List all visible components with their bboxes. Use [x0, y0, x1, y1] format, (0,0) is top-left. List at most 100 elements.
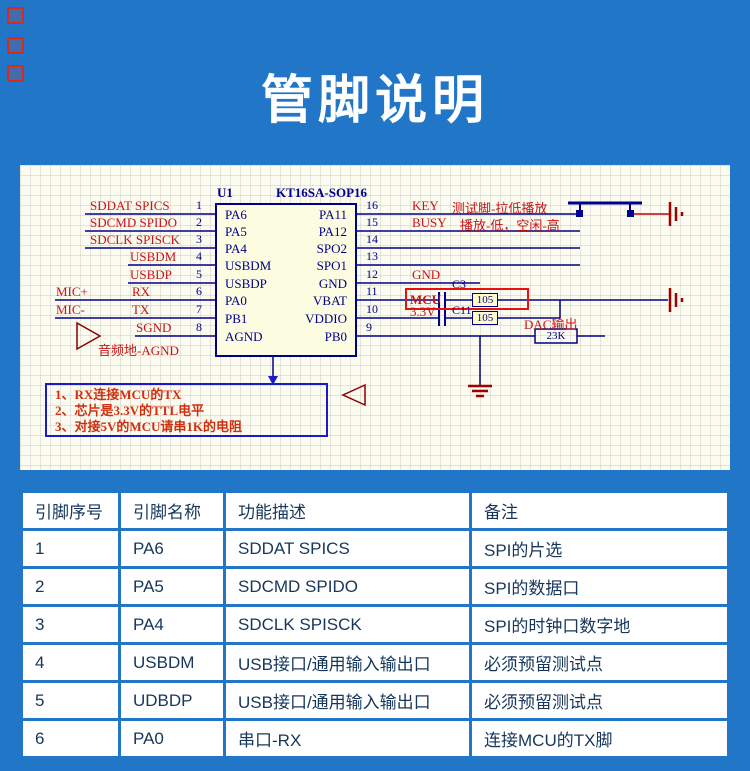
tact-button-icon [568, 201, 642, 217]
pin-number: 14 [366, 232, 378, 246]
note-line: 2、芯片是3.3V的TTL电平 [55, 403, 205, 418]
pin-number: 15 [366, 215, 378, 229]
page-title: 管脚说明 [260, 72, 489, 130]
net-label: SGND [136, 320, 172, 335]
pin-number: 9 [366, 320, 372, 334]
net-label: SDCLK SPISCK [90, 232, 180, 247]
net-label: USBDM [130, 249, 177, 264]
cell-function: 串口-RX [226, 721, 469, 756]
chip-pin-name: SPO2 [316, 241, 347, 256]
pin-number: 4 [196, 249, 202, 263]
pin-number: 6 [196, 284, 202, 298]
table-row: 3 PA4 SDCLK SPISCK SPI的时钟口数字地 [23, 607, 727, 642]
header-cell: 功能描述 [226, 493, 469, 528]
right-wires [272, 213, 668, 386]
cell-pin-number: 3 [23, 607, 118, 642]
cell-remark: 连接MCU的TX脚 [472, 721, 727, 756]
note-line: 3、对接5V的MCU请串1K的电阻 [55, 419, 243, 434]
mcu-highlight-box [405, 288, 529, 310]
chip-pin-name: PA6 [225, 207, 247, 222]
cell-pin-name: PA6 [121, 531, 223, 566]
chip-pin-name: PB0 [324, 329, 347, 344]
cell-pin-name: PA4 [121, 607, 223, 642]
net-label: BUSY [412, 215, 447, 230]
cell-function: USB接口/通用输入输出口 [226, 683, 469, 718]
table-row: 4 USBDM USB接口/通用输入输出口 必须预留测试点 [23, 645, 727, 680]
table-row: 2 PA5 SDCMD SPIDO SPI的数据口 [23, 569, 727, 604]
chip-pin-name: PA0 [225, 293, 247, 308]
table-row: 5 UDBDP USB接口/通用输入输出口 必须预留测试点 [23, 683, 727, 718]
cell-pin-number: 6 [23, 721, 118, 756]
pin-description-table: 引脚序号 引脚名称 功能描述 备注 1 PA6 SDDAT SPICS SPI的… [20, 490, 730, 759]
cap-value: 105 [472, 311, 498, 325]
chip-pin-name: PA12 [318, 224, 347, 239]
chip-part-number: KT16SA-SOP16 [276, 185, 368, 200]
header-cell: 引脚名称 [121, 493, 223, 528]
cell-remark: 必须预留测试点 [472, 645, 727, 680]
chip-body: PA6 PA5 PA4 USBDM USBDP PA0 PB1 AGND PA1… [215, 203, 357, 357]
cell-pin-name: UDBDP [121, 683, 223, 718]
net-label: 音频地-AGND [98, 343, 179, 358]
pin-number: 10 [366, 302, 378, 316]
net-label: MCU [410, 292, 442, 307]
chip-pin-name: AGND [225, 329, 263, 344]
cell-remark: SPI的片选 [472, 531, 727, 566]
cell-remark: SPI的时钟口数字地 [472, 607, 727, 642]
net-label: SDDAT SPICS [90, 198, 170, 213]
table-header-row: 引脚序号 引脚名称 功能描述 备注 [23, 493, 727, 528]
pin-number: 5 [196, 267, 202, 281]
table-row: 1 PA6 SDDAT SPICS SPI的片选 [23, 531, 727, 566]
chip-pin-name: VDDIO [305, 311, 347, 326]
net-label: MIC+ [56, 284, 88, 299]
header-cell: 备注 [472, 493, 727, 528]
cell-remark: SPI的数据口 [472, 569, 727, 604]
schematic-wires [55, 201, 684, 407]
chip-pin-name: PA4 [225, 241, 247, 256]
corner-mark-icon [7, 37, 24, 54]
cell-pin-number: 5 [23, 683, 118, 718]
chip-pin-name: PB1 [225, 311, 248, 326]
chip-pin-name: PA5 [225, 224, 247, 239]
resistor-icon [534, 328, 578, 344]
table-row: 6 PA0 串口-RX 连接MCU的TX脚 [23, 721, 727, 756]
corner-mark-icon [7, 7, 24, 24]
schematic-notes: 1、RX连接MCU的TX 2、芯片是3.3V的TTL电平 3、对接5V的MCU请… [45, 383, 328, 437]
chip-pin-name: USBDM [225, 258, 272, 273]
cell-function: USB接口/通用输入输出口 [226, 645, 469, 680]
chip-pin-name: GND [318, 276, 347, 291]
chip-pin-name: USBDP [225, 276, 267, 291]
net-note: 测试脚-拉低播放 [452, 201, 548, 216]
cell-pin-number: 4 [23, 645, 118, 680]
arrow-left-icon [341, 383, 366, 407]
pin-number: 11 [366, 284, 378, 298]
cell-pin-number: 1 [23, 531, 118, 566]
chip-pin-name: SPO1 [316, 258, 347, 273]
pin-number: 16 [366, 198, 378, 212]
net-label: DAC输出 [524, 317, 578, 332]
net-label: GND [412, 267, 441, 282]
schematic-panel: U1 KT16SA-SOP16 PA6 PA5 PA4 USBDM USBDP … [20, 165, 730, 470]
pin-number: 1 [196, 198, 202, 212]
net-label: TX [132, 302, 150, 317]
ground-icon [668, 288, 684, 312]
net-label: USBDP [130, 267, 172, 282]
pin-number: 3 [196, 232, 202, 246]
header-cell: 引脚序号 [23, 493, 118, 528]
cell-pin-number: 2 [23, 569, 118, 604]
note-line: 1、RX连接MCU的TX [55, 387, 182, 402]
cell-pin-name: PA0 [121, 721, 223, 756]
cap-refdes: C11 [452, 303, 472, 317]
chip-pin-name: PA11 [319, 207, 347, 222]
net-label: KEY [412, 198, 439, 213]
cell-function: SDDAT SPICS [226, 531, 469, 566]
audio-jack-icon [76, 321, 102, 351]
cell-function: SDCLK SPISCK [226, 607, 469, 642]
cell-pin-name: PA5 [121, 569, 223, 604]
resistor-value: 23K [546, 330, 566, 342]
capacitor-icon [438, 292, 446, 308]
capacitor-icon [438, 310, 446, 326]
ground-icon [468, 384, 492, 398]
cell-remark: 必须预留测试点 [472, 683, 727, 718]
pin-number: 2 [196, 215, 202, 229]
net-label: MIC- [56, 302, 85, 317]
